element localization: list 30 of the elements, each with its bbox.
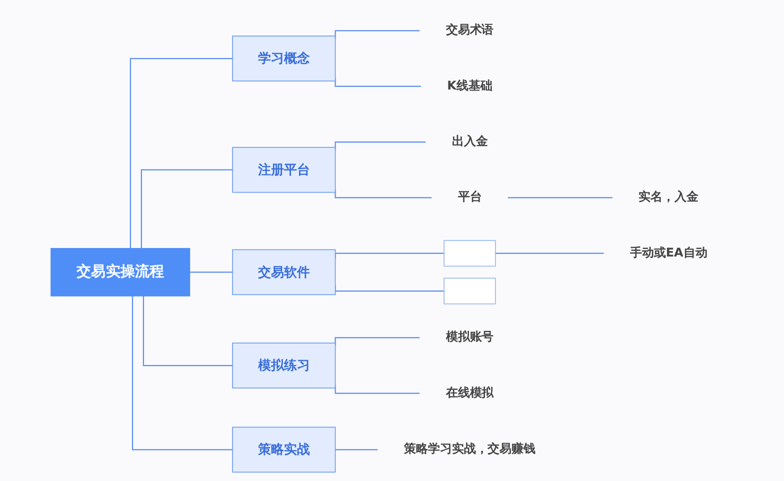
connector <box>142 296 233 366</box>
connector <box>334 385 420 394</box>
connector <box>334 30 420 39</box>
node-box <box>444 278 496 304</box>
connector <box>132 296 233 450</box>
node-text: 策略学习实战，交易赚钱 <box>404 442 536 456</box>
node-box: 模拟练习 <box>232 342 336 388</box>
node-text: 手动或EA自动 <box>630 246 708 260</box>
connector <box>189 272 233 273</box>
node-text: 出入金 <box>452 134 488 148</box>
node-box: 交易软件 <box>232 249 336 296</box>
node-box: 策略实战 <box>232 426 336 473</box>
connector <box>334 78 422 87</box>
node-box <box>444 240 496 267</box>
node-box: 注册平台 <box>232 146 336 193</box>
node-text: K线基础 <box>447 79 492 93</box>
node-box: 交易实操流程 <box>50 248 190 296</box>
connector <box>334 449 378 450</box>
connector <box>140 169 233 248</box>
node-box: 学习概念 <box>232 36 336 82</box>
connector <box>494 252 604 254</box>
node-text: 平台 <box>458 190 482 204</box>
node-text: 模拟账号 <box>446 330 494 344</box>
connector <box>506 197 613 198</box>
connector <box>334 190 432 198</box>
node-text: 实名，入金 <box>638 190 699 204</box>
connector <box>130 58 233 248</box>
node-text: 在线模拟 <box>446 386 494 400</box>
connector <box>334 337 420 346</box>
node-text: 交易术语 <box>446 23 494 38</box>
